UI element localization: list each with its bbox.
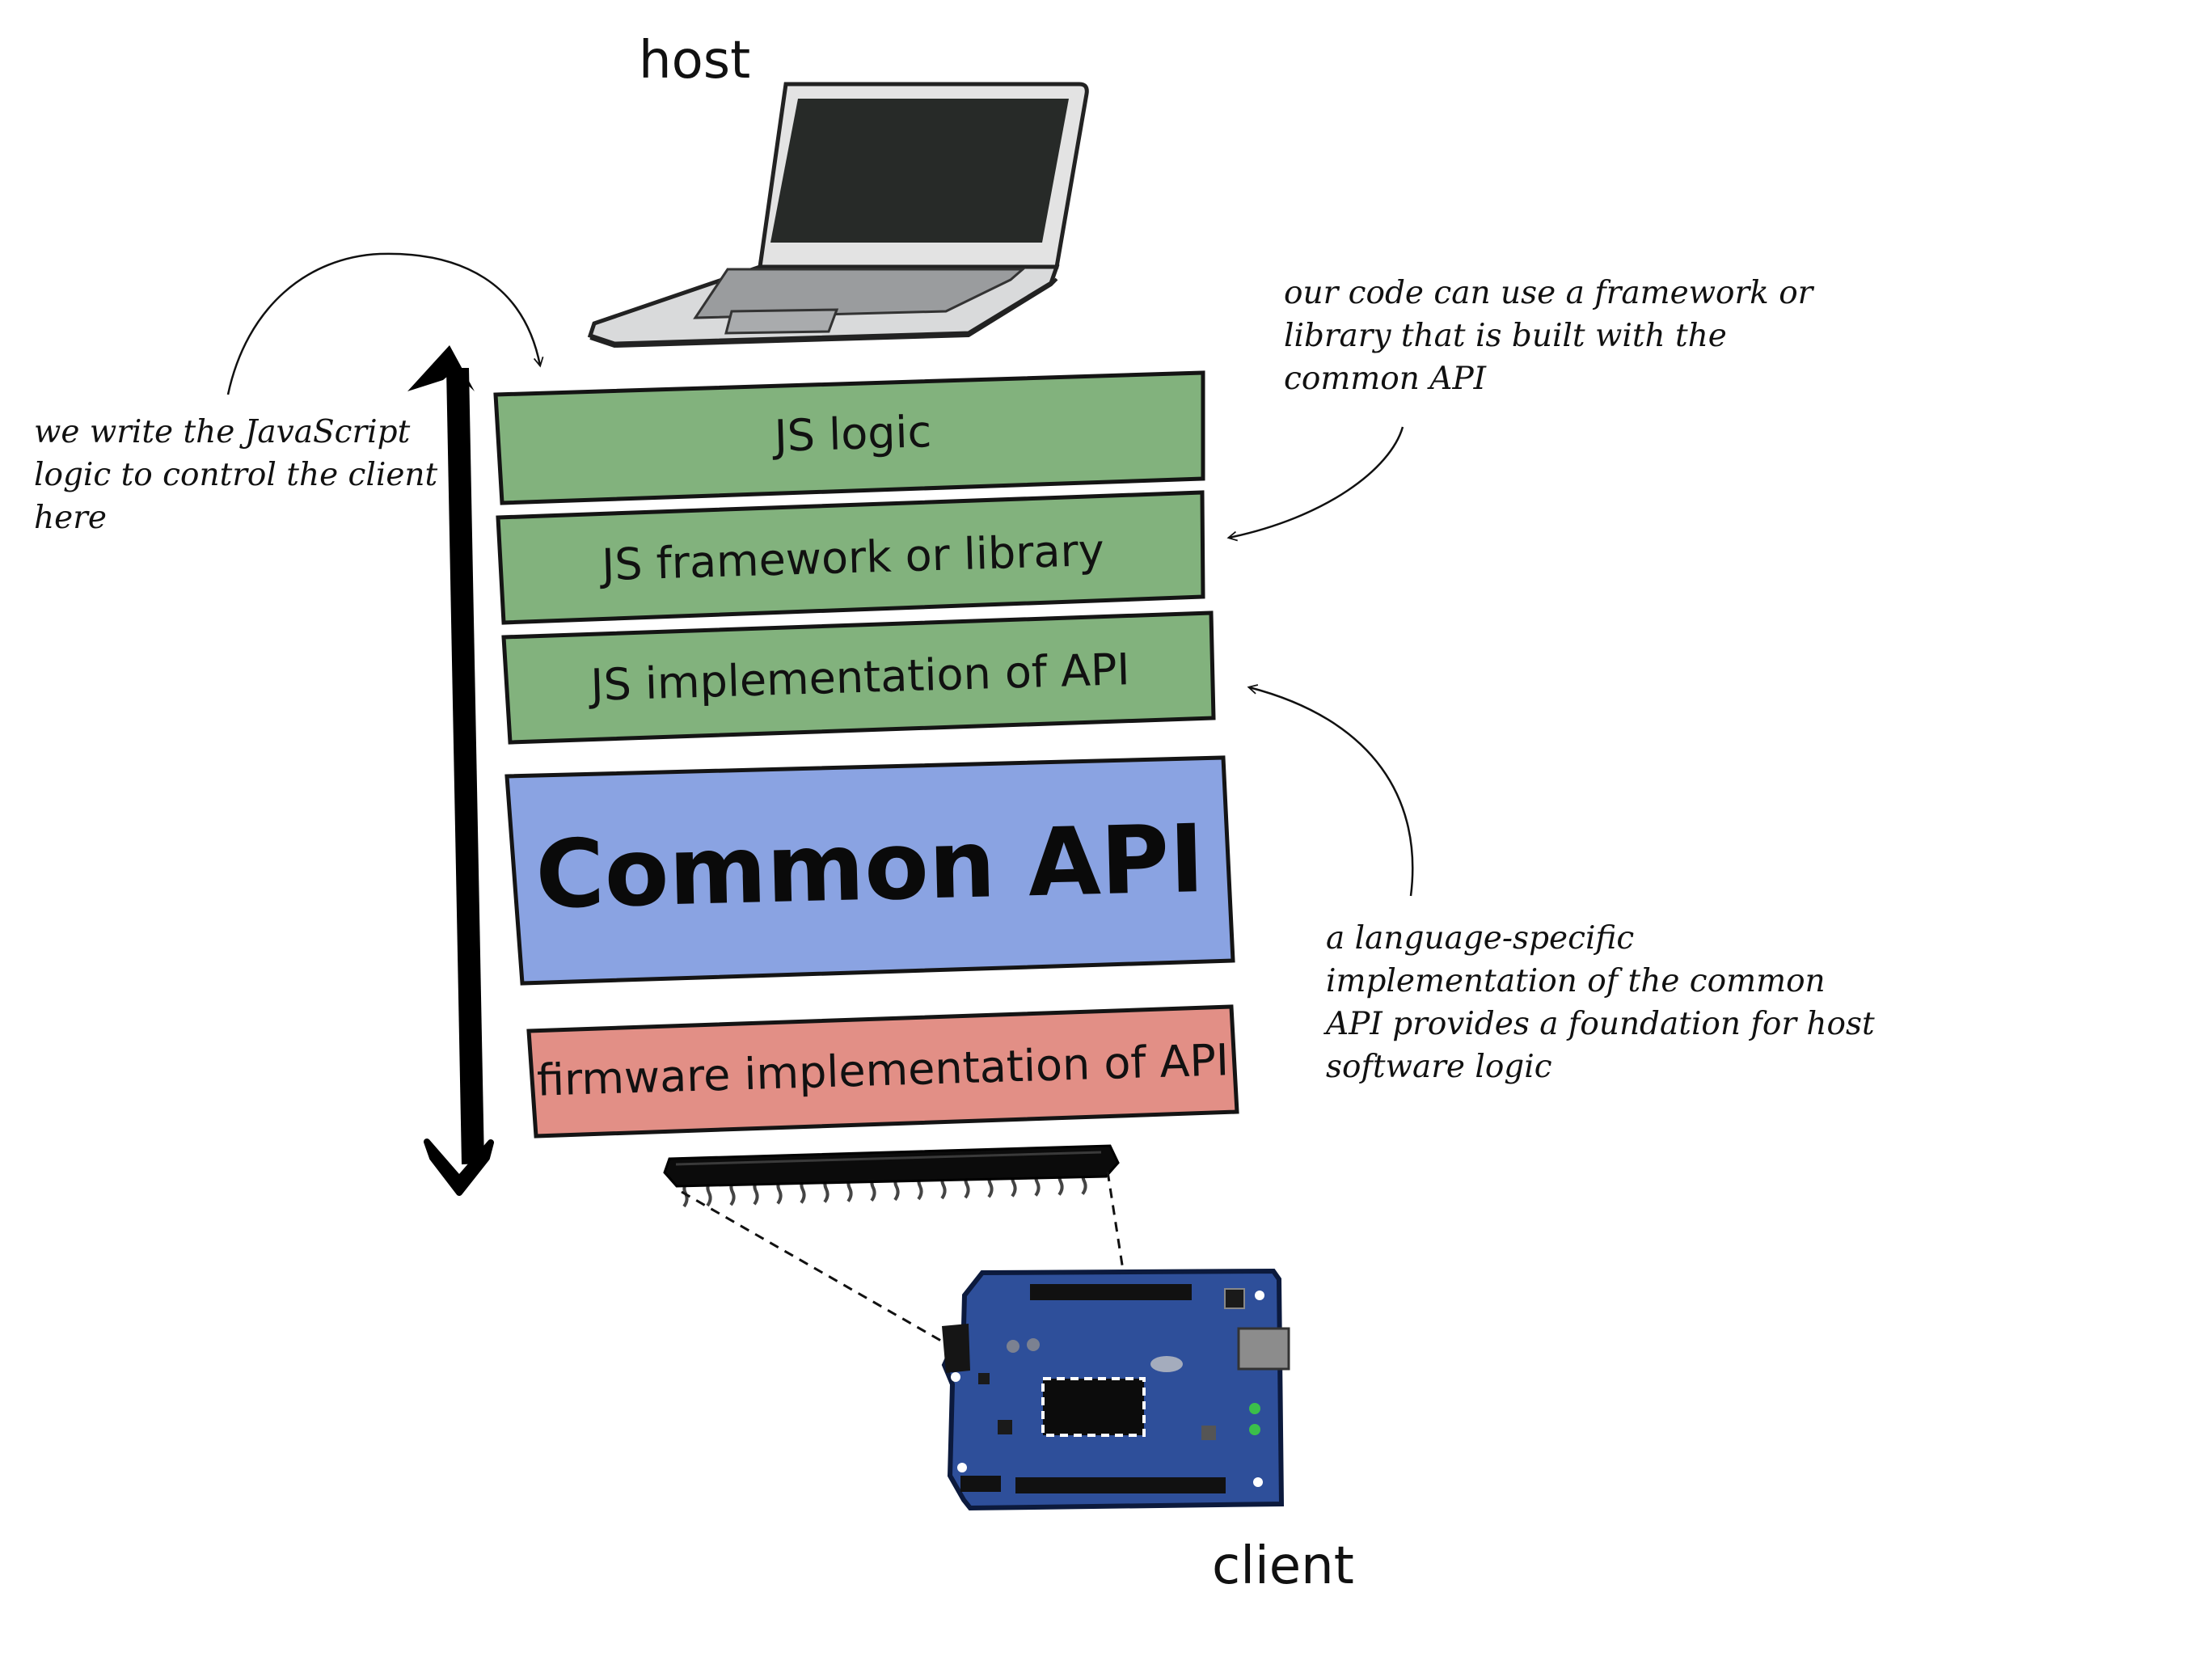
left-note-arrow [226, 252, 544, 395]
layer-common-api-box [504, 755, 1235, 986]
laptop-keyboard [693, 268, 1027, 319]
client-label: client [1212, 1536, 1354, 1596]
host-label: host [639, 31, 751, 91]
note-bottom-right: a language-specific implementation of th… [1326, 920, 1875, 1085]
laptop-icon [587, 82, 1089, 349]
layer-js-logic-box [493, 370, 1205, 505]
microcontroller-chip-icon [663, 1144, 1120, 1208]
bottom-right-note-arrow [1247, 684, 1414, 897]
top-right-note-arrow [1226, 426, 1404, 542]
layer-stack [493, 370, 1239, 1138]
note-left: we write the JavaScript logic to control… [34, 414, 438, 536]
laptop-screen [770, 99, 1069, 243]
laptop-touchpad [724, 308, 839, 335]
layer-js-framework-box [496, 490, 1205, 625]
layer-common-api-label: Common API [534, 804, 1206, 931]
layer-firmware-box [526, 1004, 1239, 1138]
note-top-right: our code can use a framework or library … [1284, 275, 1813, 397]
layer-js-implementation-box [501, 610, 1216, 745]
arduino-board-icon [941, 1268, 1290, 1511]
vertical-double-arrow-icon [407, 345, 494, 1196]
